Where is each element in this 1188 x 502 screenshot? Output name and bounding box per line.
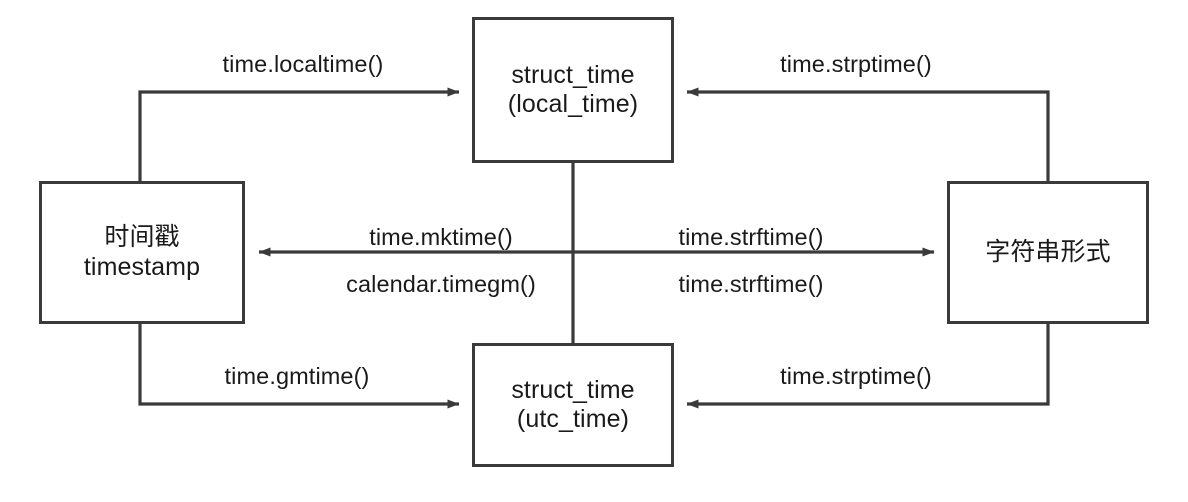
edge-label-utc-to-string: time.strftime()	[678, 271, 824, 297]
edge-label-string-to-localtime: time.strptime()	[780, 51, 932, 77]
node-struct-time-utc-line2: (utc_time)	[516, 405, 630, 433]
node-string-form[interactable]: 字符串形式	[947, 181, 1149, 324]
node-timestamp-line1: 时间戳	[104, 223, 180, 251]
edge-label-timestamp-to-localtime: time.localtime()	[222, 51, 384, 77]
edge-string-to-utctime	[686, 324, 1050, 409]
node-struct-time-local-line1: struct_time	[511, 60, 635, 89]
edge-label-local-to-timestamp: time.mktime()	[369, 224, 513, 250]
edge-label-timestamp-to-utc: time.gmtime()	[224, 363, 370, 389]
edge-timestamp-to-localtime	[138, 87, 460, 181]
edge-label-local-to-string: time.strftime()	[678, 224, 824, 250]
edge-label-utc-to-timestamp: calendar.timegm()	[346, 271, 536, 297]
node-timestamp[interactable]: 时间戳 timestamp	[39, 181, 245, 324]
node-timestamp-line2: timestamp	[83, 252, 201, 281]
edge-string-to-localtime	[686, 87, 1050, 181]
edge-timestamp-to-gmtime	[138, 324, 460, 409]
node-struct-time-local-line2: (local_time)	[507, 90, 639, 118]
node-struct-time-utc-line1: struct_time	[511, 375, 635, 404]
node-struct-time-local[interactable]: struct_time (local_time)	[472, 17, 674, 163]
edge-label-string-to-utc: time.strptime()	[780, 363, 932, 389]
node-struct-time-utc[interactable]: struct_time (utc_time)	[472, 343, 674, 467]
node-string-form-line1: 字符串形式	[985, 237, 1111, 266]
